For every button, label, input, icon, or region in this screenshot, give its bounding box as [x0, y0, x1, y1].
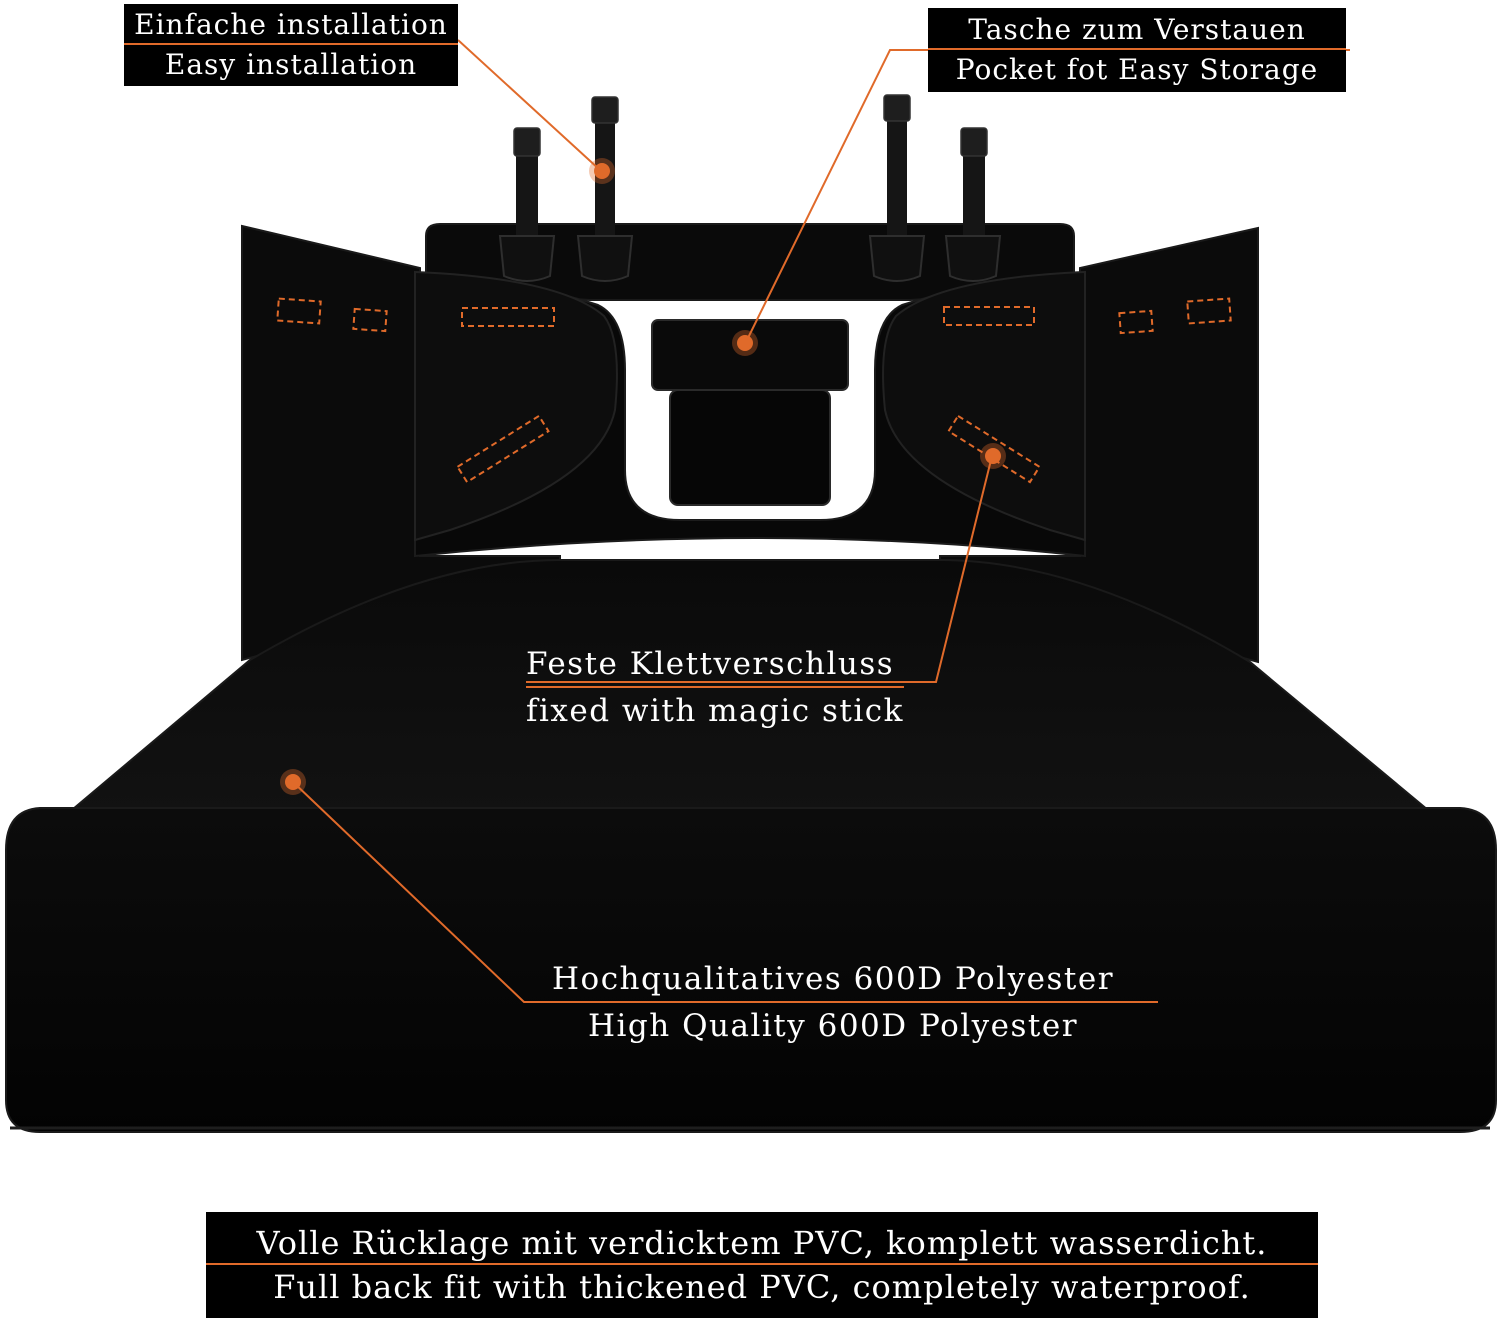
left-wing — [414, 270, 618, 542]
velcro-marker — [352, 307, 388, 333]
velcro-marker — [456, 414, 550, 484]
hotspot-dot-icon — [589, 158, 615, 184]
callout-material-en: High Quality 600D Polyester — [587, 1007, 1079, 1044]
callout-material: Hochqualitatives 600D Polyester High Qua… — [552, 960, 1115, 1046]
callout-velcro: Feste Klettverschluss fixed with magic s… — [526, 645, 904, 731]
callout-storage-en: Pocket fot Easy Storage — [955, 53, 1319, 86]
leader-line-installation — [457, 39, 601, 171]
bumper-flap — [5, 807, 1497, 1133]
callout-storage: Tasche zum Verstauen Pocket fot Easy Sto… — [928, 8, 1346, 92]
strap-buckle-icon — [498, 127, 556, 282]
storage-pocket-body — [669, 389, 831, 506]
callout-backing: Volle Rücklage mit verdicktem PVC, kompl… — [206, 1212, 1318, 1318]
callout-divider — [928, 48, 1346, 50]
callout-installation-de: Einfache installation — [134, 8, 448, 41]
callout-divider — [552, 1000, 1115, 1003]
hotspot-dot-icon — [280, 769, 306, 795]
velcro-marker — [1118, 309, 1154, 335]
velcro-marker — [943, 306, 1035, 326]
floor-panel — [57, 559, 1443, 821]
callout-backing-en: Full back fit with thickened PVC, comple… — [273, 1268, 1251, 1306]
velcro-marker — [276, 297, 322, 325]
callout-installation-en: Easy installation — [164, 48, 418, 81]
callout-backing-de: Volle Rücklage mit verdicktem PVC, kompl… — [256, 1224, 1268, 1262]
callout-divider — [206, 1263, 1318, 1265]
velcro-marker — [461, 307, 555, 327]
callout-installation: Einfache installation Easy installation — [124, 4, 458, 86]
hotspot-dot-icon — [980, 443, 1006, 469]
strap-buckle-icon — [944, 127, 1002, 282]
strap-buckle-icon — [576, 96, 634, 282]
callout-velcro-de: Feste Klettverschluss — [526, 646, 895, 682]
hotspot-dot-icon — [732, 330, 758, 356]
right-side-flap — [939, 226, 1259, 664]
callout-velcro-en: fixed with magic stick — [526, 692, 904, 729]
callout-storage-de: Tasche zum Verstauen — [968, 13, 1306, 46]
velcro-marker — [1186, 297, 1232, 325]
callout-divider — [124, 43, 458, 45]
callout-divider — [526, 685, 904, 688]
strap-buckle-icon — [868, 94, 926, 282]
callout-material-de: Hochqualitatives 600D Polyester — [552, 961, 1115, 997]
left-side-flap — [241, 224, 561, 662]
leader-line-velcro — [526, 455, 993, 683]
